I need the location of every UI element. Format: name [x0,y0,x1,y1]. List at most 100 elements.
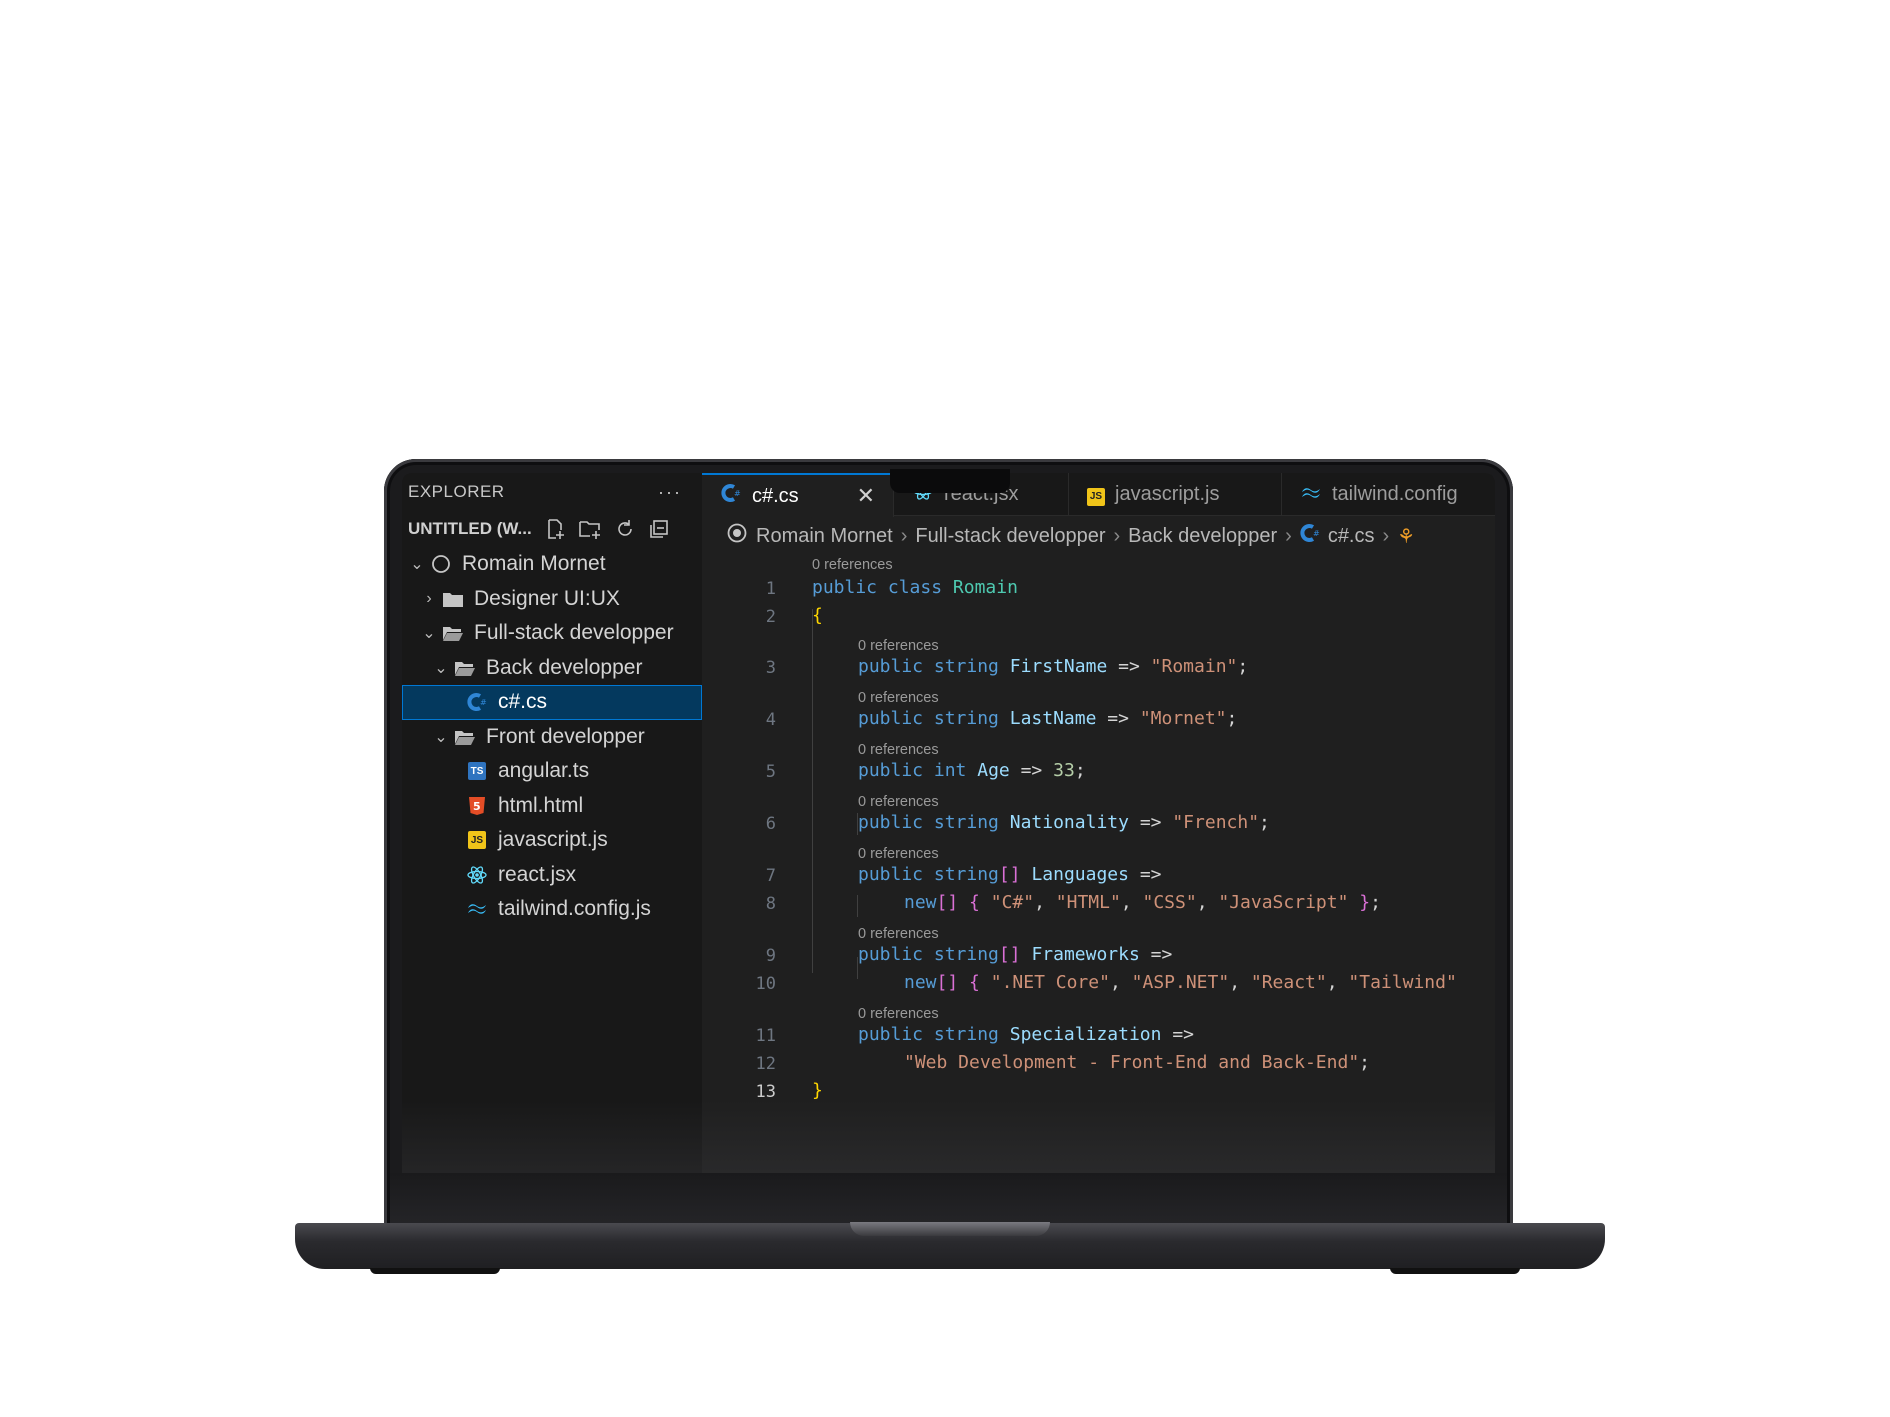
codelens-references[interactable]: 0 references [858,690,939,706]
laptop-hinge [850,1222,1050,1236]
folder-icon [440,590,466,608]
codelens-references[interactable]: 0 references [858,1006,939,1022]
tree-item-html[interactable]: 5 html.html [402,789,702,824]
folder-open-icon [452,728,478,746]
tab-label: javascript.js [1115,482,1220,505]
laptop-bezel [390,1173,1507,1223]
code-line-1: public class Romain [812,577,1018,598]
tree-item-designer[interactable]: › Designer UI:UX [402,582,702,617]
line-number: 2 [765,607,776,627]
code-line-2: { [812,605,823,626]
tailwind-icon [1300,483,1322,506]
csharp-icon: # [1300,523,1320,549]
code-line-4: public string LastName => "Mornet"; [858,708,1238,729]
tree-item-label: tailwind.config.js [498,897,651,921]
new-folder-icon[interactable] [578,518,602,540]
chevron-right-icon: › [1285,524,1292,547]
laptop-foot-right [1390,1268,1520,1274]
codelens-references[interactable]: 0 references [858,926,939,942]
chevron-down-icon: ⌄ [434,728,448,746]
indent-guide [857,813,858,835]
tree-item-csharp[interactable]: # c#.cs [402,685,702,720]
tailwind-icon [464,902,490,916]
react-icon [464,864,490,886]
csharp-icon: # [464,692,490,712]
line-number: 9 [765,946,776,966]
tab-label: tailwind.config [1332,482,1458,505]
workspace-header[interactable]: UNTITLED (W... [402,511,702,547]
tree-item-label: html.html [498,793,584,817]
line-number: 7 [765,866,776,886]
line-number: 5 [765,762,776,782]
indent-guide [857,957,858,979]
symbol-class-icon: ⚘ [1397,525,1416,548]
tree-item-back-developper[interactable]: ⌄ Back developper [402,651,702,686]
codelens-references[interactable]: 0 references [858,638,939,654]
tree-item-tailwind[interactable]: tailwind.config.js [402,892,702,927]
tree-item-javascript[interactable]: JS javascript.js [402,823,702,858]
tree-item-react[interactable]: react.jsx [402,858,702,893]
tree-item-label: Front developper [486,724,645,748]
codelens-references[interactable]: 0 references [858,794,939,810]
code-line-13: } [812,1080,823,1101]
line-number: 10 [755,974,776,994]
indent-guide [857,895,858,917]
breadcrumb-item[interactable]: Full-stack developper [915,524,1106,547]
tree-item-full-stack[interactable]: ⌄ Full-stack developper [402,616,702,651]
chevron-down-icon: ⌄ [410,556,424,574]
laptop-foot-left [370,1268,500,1274]
indent-guide [812,609,813,973]
explorer-sidebar: EXPLORER ··· UNTITLED (W... ⌄ Romain Mor… [402,473,703,1173]
more-actions-icon[interactable]: ··· [658,481,682,502]
code-line-8: new[] { "C#", "HTML", "CSS", "JavaScript… [904,892,1381,913]
circle-icon [726,522,748,550]
codelens-references[interactable]: 0 references [858,846,939,862]
close-icon[interactable]: ✕ [856,483,875,508]
line-number: 4 [765,710,776,730]
chevron-right-icon: › [1382,524,1390,547]
tree-item-label: Romain Mornet [462,552,606,576]
circle-icon [428,554,454,574]
line-number-current: 13 [755,1082,776,1102]
code-line-11: public string Specialization => [858,1024,1194,1045]
new-file-icon[interactable] [544,518,566,540]
code-line-5: public int Age => 33; [858,760,1086,781]
codelens-references[interactable]: 0 references [812,557,893,573]
tab-label: c#.cs [752,484,799,507]
refresh-icon[interactable] [614,518,636,540]
tree-item-label: javascript.js [498,828,608,852]
javascript-icon: JS [464,831,490,850]
tree-item-front-developper[interactable]: ⌄ Front developper [402,720,702,755]
chevron-down-icon: ⌄ [422,625,436,643]
line-number: 8 [765,894,776,914]
editor-area: # c#.cs ✕ react.jsx JS javascript.js tai… [702,473,1495,1173]
tree-item-label: c#.cs [498,690,548,714]
tree-item-label: react.jsx [498,862,577,886]
breadcrumb-item[interactable]: c#.cs [1327,524,1375,547]
code-line-7: public string[] Languages => [858,864,1162,885]
tab-csharp[interactable]: # c#.cs ✕ [702,473,894,517]
line-number: 11 [755,1026,776,1046]
explorer-header: EXPLORER ··· [402,473,702,511]
codelens-references[interactable]: 0 references [858,742,939,758]
workspace-title: UNTITLED (W... [408,519,532,538]
breadcrumb-item[interactable]: Back developper [1128,524,1278,547]
collapse-all-icon[interactable] [648,518,670,540]
tree-item-angular[interactable]: TS angular.ts [402,754,702,789]
breadcrumb-item[interactable]: Romain Mornet [756,524,893,547]
svg-text:#: # [734,489,741,498]
code-line-12: "Web Development - Front-End and Back-En… [904,1052,1370,1073]
folder-open-icon [452,659,478,677]
tab-tailwind[interactable]: tailwind.config [1282,473,1476,515]
tree-item-romain-mornet[interactable]: ⌄ Romain Mornet [402,547,702,582]
tree-item-label: Full-stack developper [474,621,674,645]
breadcrumb: Romain Mornet › Full-stack developper › … [702,516,1495,556]
html-icon: 5 [464,796,490,816]
tree-item-label: Designer UI:UX [474,586,620,610]
code-line-6: public string Nationality => "French"; [858,812,1270,833]
file-tree: ⌄ Romain Mornet › Designer UI:UX ⌄ Full-… [402,547,702,927]
camera-notch [890,469,1010,493]
tab-javascript[interactable]: JS javascript.js [1069,473,1282,515]
line-number: 12 [755,1054,776,1074]
chevron-right-icon: › [1113,524,1121,547]
